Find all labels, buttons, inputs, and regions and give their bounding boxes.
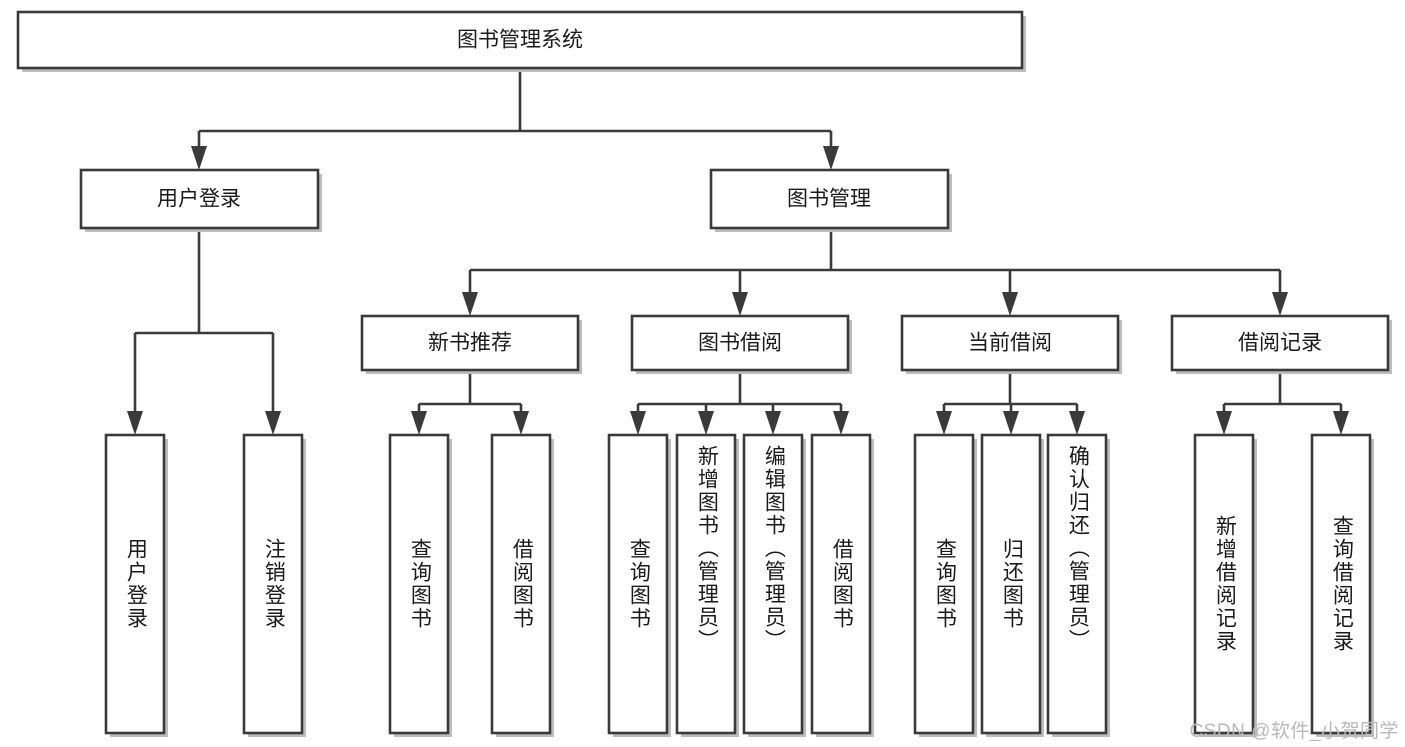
leaf-node-current-confirm[interactable] — [1046, 433, 1108, 735]
arrowhead-book-manage — [823, 146, 839, 170]
arrowhead-book-borrow-leaf-2 — [698, 411, 714, 435]
arrowhead-book-borrow-leaf-1 — [630, 411, 646, 435]
leaf-node-logout[interactable] — [242, 433, 304, 735]
arrowhead-borrow-record — [1272, 292, 1288, 316]
node-book-borrow[interactable] — [630, 314, 850, 372]
leaf-node-record-query[interactable] — [1310, 433, 1372, 735]
leaf-node-current-query[interactable] — [913, 433, 975, 735]
leaf-node-bookborrow-query[interactable] — [607, 433, 669, 735]
arrowhead-current-borrow-leaf-2 — [1003, 411, 1019, 435]
arrowhead-book-borrow — [732, 292, 748, 316]
arrowhead-user-login — [191, 146, 207, 170]
arrowhead-current-borrow — [1002, 292, 1018, 316]
node-new-book[interactable] — [360, 314, 580, 372]
arrowhead-current-borrow-leaf-3 — [1069, 411, 1085, 435]
leaf-node-bookborrow-edit[interactable] — [742, 433, 804, 735]
node-user-login-label: 用户登录 — [157, 188, 241, 211]
node-user-login[interactable] — [79, 168, 320, 230]
leaf-node-bookborrow-borrow[interactable] — [810, 433, 872, 735]
node-new-book-label: 新书推荐 — [428, 332, 512, 355]
node-root-label: 图书管理系统 — [457, 29, 583, 52]
arrowhead-borrow-record-leaf-1 — [1216, 411, 1232, 435]
arrowhead-leaf-logout — [265, 411, 281, 435]
leaf-node-bookborrow-add[interactable] — [675, 433, 737, 735]
node-book-manage[interactable] — [709, 168, 950, 230]
node-current-borrow-label: 当前借阅 — [968, 332, 1052, 355]
node-layer: 图书管理系统 用户登录 图书管理 新书推荐 图书借阅 当前借阅 借阅记录 — [16, 10, 1392, 737]
arrowhead-current-borrow-leaf-1 — [936, 411, 952, 435]
node-borrow-record-label: 借阅记录 — [1238, 332, 1322, 355]
node-book-manage-label: 图书管理 — [787, 188, 871, 211]
arrowhead-new-book-leaf-2 — [513, 411, 529, 435]
leaf-node-newbook-query[interactable] — [388, 433, 450, 735]
node-current-borrow[interactable] — [900, 314, 1120, 372]
arrowhead-leaf-user-login — [127, 411, 143, 435]
arrowhead-borrow-record-leaf-2 — [1333, 411, 1349, 435]
arrowhead-book-borrow-leaf-3 — [765, 411, 781, 435]
arrowhead-new-book — [462, 292, 478, 316]
arrowhead-book-borrow-leaf-4 — [833, 411, 849, 435]
leaf-node-record-add[interactable] — [1193, 433, 1255, 735]
leaf-node-current-return[interactable] — [980, 433, 1042, 735]
node-book-borrow-label: 图书借阅 — [698, 332, 782, 355]
leaf-node-newbook-borrow[interactable] — [490, 433, 552, 735]
node-borrow-record[interactable] — [1170, 314, 1390, 372]
arrowhead-new-book-leaf-1 — [411, 411, 427, 435]
edge-layer — [127, 68, 1349, 435]
leaf-node-user-login[interactable] — [104, 433, 166, 735]
csdn-watermark: CSDN @软件_小贺同学 — [1189, 721, 1399, 742]
node-root[interactable] — [16, 10, 1024, 70]
